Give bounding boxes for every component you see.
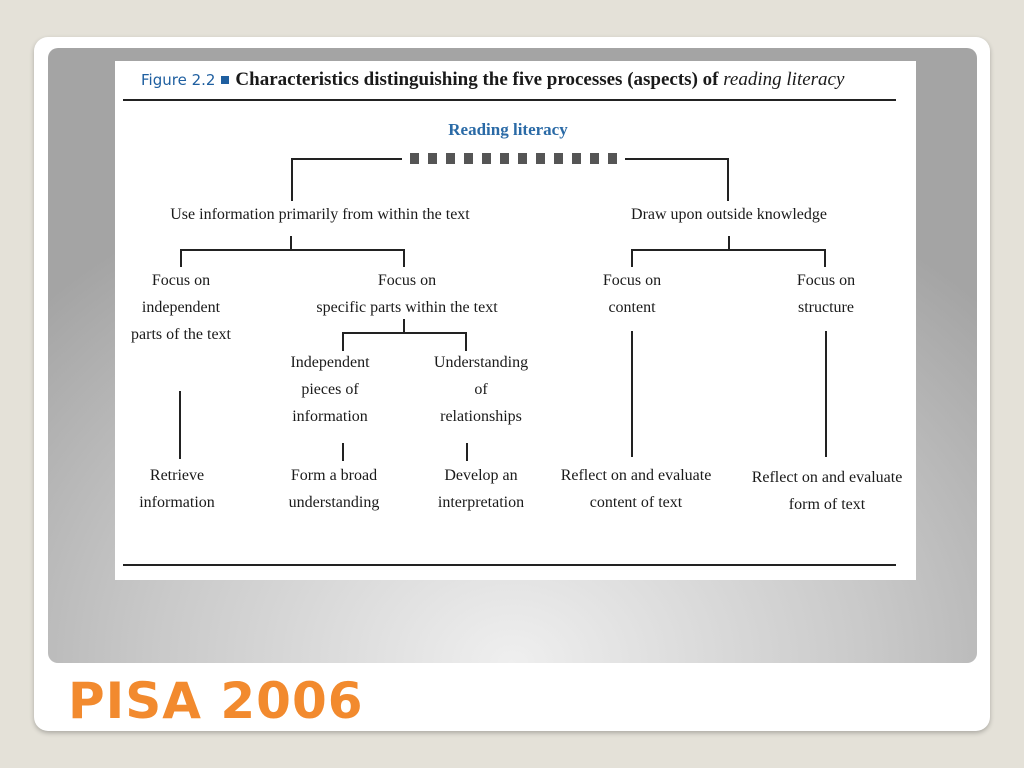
process-reflect-form: Reflect on and evaluate form of text <box>751 469 903 513</box>
figure-number: Figure 2.2 <box>141 71 216 89</box>
node-relationships: Understanding of relationships <box>433 354 529 425</box>
tree-connectors <box>179 153 827 461</box>
figure-image: Figure 2.2 Characteristics distinguishing… <box>115 61 916 580</box>
node-structure: Focus on structure <box>796 272 856 316</box>
root-node: Reading literacy <box>448 120 568 139</box>
bottom-rule <box>123 564 896 566</box>
node-independent-parts: Focus on independent parts of the text <box>131 272 231 343</box>
figure-title: Characteristics distinguishing the five … <box>235 69 724 90</box>
top-rule <box>123 99 896 101</box>
figure-caption: Figure 2.2 Characteristics distinguishing… <box>141 69 844 91</box>
figure-title-emphasis: reading literacy <box>723 69 845 90</box>
process-interpretation: Develop an interpretation <box>437 467 525 511</box>
dashed-link <box>410 153 617 164</box>
process-broad-understanding: Form a broad understanding <box>288 467 380 511</box>
node-content: Focus on content <box>602 272 662 316</box>
node-specific-parts: Focus on specific parts within the text <box>316 272 498 316</box>
slide-title: PISA 2006 <box>68 672 364 730</box>
process-retrieve: Retrieve information <box>139 467 215 511</box>
process-reflect-content: Reflect on and evaluate content of text <box>560 467 712 511</box>
node-independent-pieces: Independent pieces of information <box>290 354 370 425</box>
node-within-text: Use information primarily from within th… <box>170 206 470 223</box>
node-outside-knowledge: Draw upon outside knowledge <box>631 206 827 223</box>
square-bullet-icon <box>221 75 230 84</box>
